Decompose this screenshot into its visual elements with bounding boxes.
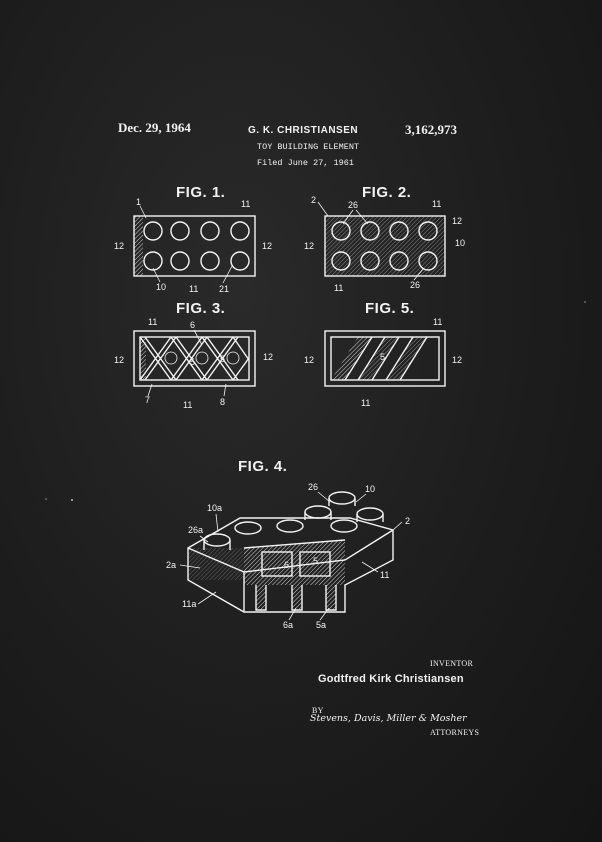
by-caption: BY	[312, 706, 324, 715]
inventor-short-name: G. K. CHRISTIANSEN	[248, 125, 359, 136]
svg-text:12: 12	[452, 355, 462, 365]
svg-text:11: 11	[433, 317, 442, 327]
paper-specks	[45, 301, 586, 501]
svg-text:5: 5	[380, 352, 385, 362]
patent-date: Dec. 29, 1964	[118, 120, 191, 135]
fig2-refs: 2 26 11 12 12 10 11 26	[304, 195, 465, 293]
svg-text:5: 5	[220, 354, 225, 364]
svg-text:21: 21	[219, 284, 229, 294]
svg-text:12: 12	[452, 216, 462, 226]
svg-text:11: 11	[334, 283, 343, 293]
patent-title: TOY BUILDING ELEMENT	[257, 142, 360, 152]
svg-text:12: 12	[304, 355, 314, 365]
svg-text:10: 10	[156, 282, 166, 292]
fig3-refs: 11 6 12 5 5 12 7 11 8	[114, 317, 273, 410]
svg-text:10: 10	[455, 238, 465, 248]
fig1-label: FIG. 1.	[176, 184, 226, 201]
svg-text:12: 12	[114, 355, 124, 365]
fig2-studs	[331, 221, 438, 271]
inventor-caption: INVENTOR	[430, 659, 474, 668]
attorneys-caption: ATTORNEYS	[430, 728, 480, 737]
svg-text:11: 11	[241, 199, 250, 209]
svg-text:10a: 10a	[207, 503, 222, 513]
svg-text:5a: 5a	[316, 620, 326, 630]
svg-text:6a: 6a	[283, 620, 293, 630]
svg-text:12: 12	[304, 241, 314, 251]
svg-text:1: 1	[136, 197, 141, 207]
svg-text:6: 6	[284, 560, 289, 570]
fig4-label: FIG. 4.	[238, 458, 288, 475]
fig4-drawing: 26 10 10a 26a 2 2a 6 5 11 11a 6a	[166, 482, 410, 630]
fig3-lattice	[139, 336, 250, 381]
svg-text:11: 11	[432, 199, 441, 209]
svg-text:8: 8	[220, 397, 225, 407]
fig2-drawing: 2 26 11 12 12 10 11 26	[304, 195, 465, 293]
fig2-label: FIG. 2.	[362, 184, 412, 201]
svg-text:5: 5	[190, 357, 195, 367]
svg-text:11: 11	[361, 398, 370, 408]
svg-text:12: 12	[262, 241, 272, 251]
fig3-drawing: 11 6 12 5 5 12 7 11 8	[114, 317, 273, 410]
inventor-full-name: Godtfred Kirk Christiansen	[318, 673, 464, 685]
svg-text:2: 2	[405, 516, 410, 526]
fig4-refs: 26 10 10a 26a 2 2a 6 5 11 11a 6a	[166, 482, 410, 630]
fig5-drawing: 11 12 5 12 11	[304, 317, 462, 408]
svg-text:12: 12	[263, 352, 273, 362]
svg-text:12: 12	[114, 241, 124, 251]
fig5-label: FIG. 5.	[365, 300, 415, 317]
fig1-refs: 1 11 12 12 10 11 21	[114, 197, 272, 294]
svg-text:2a: 2a	[166, 560, 176, 570]
svg-text:11: 11	[148, 317, 157, 327]
svg-text:7: 7	[145, 395, 150, 405]
svg-text:26: 26	[308, 482, 318, 492]
fig4-studs	[203, 491, 384, 550]
svg-text:10: 10	[365, 484, 375, 494]
svg-text:5: 5	[313, 556, 318, 566]
svg-text:26: 26	[410, 280, 420, 290]
svg-text:26: 26	[348, 200, 358, 210]
fig1-studs	[143, 221, 250, 271]
attorneys-signature: Stevens, Davis, Miller & Mosher	[310, 713, 467, 724]
fig5-refs: 11 12 5 12 11	[304, 317, 462, 408]
fig4-cutaway	[243, 539, 346, 611]
svg-text:6: 6	[190, 320, 195, 330]
svg-text:11a: 11a	[182, 599, 196, 609]
svg-text:26a: 26a	[188, 525, 203, 535]
svg-text:11: 11	[189, 284, 198, 294]
fig1-drawing: 1 11 12 12 10 11 21	[114, 197, 272, 294]
patent-number: 3,162,973	[405, 122, 457, 137]
fig3-label: FIG. 3.	[176, 300, 226, 317]
svg-text:11: 11	[380, 570, 389, 580]
svg-text:11: 11	[183, 400, 192, 410]
filed-date: Filed June 27, 1961	[257, 158, 354, 168]
svg-text:2: 2	[311, 195, 316, 205]
